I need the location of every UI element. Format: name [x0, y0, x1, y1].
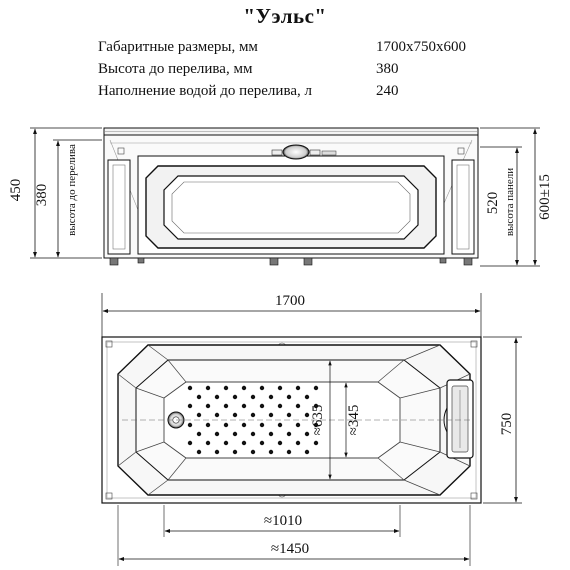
jet-dot: [205, 403, 211, 409]
jet-dot: [187, 422, 193, 428]
adjustable-feet: [109, 257, 473, 266]
jet-dot: [286, 449, 292, 455]
jet-dot: [241, 440, 247, 446]
spec-label: Габаритные размеры, мм: [98, 39, 258, 55]
overflow-fitting: [282, 144, 310, 160]
spec-value: 380: [376, 61, 399, 77]
top-view: 1700: [101, 293, 522, 566]
dim-bottom-length: ≈1010: [264, 513, 302, 529]
jet-dot: [304, 431, 310, 437]
jet-dot: [241, 403, 247, 409]
jet-dot: [196, 431, 202, 437]
jet-dot: [187, 385, 193, 391]
jet-dot: [187, 440, 193, 446]
spec-row-overflow-height: Высота до перелива, мм 380: [98, 61, 538, 83]
jet-dot: [286, 412, 292, 418]
jet-dot: [214, 431, 220, 437]
jet-dot: [277, 385, 283, 391]
jet-dot: [232, 394, 238, 400]
dim-length: 1700: [275, 293, 305, 309]
drawing-title: "Уэльс": [243, 4, 327, 28]
jet-dot: [313, 440, 319, 446]
jet-dot: [259, 385, 265, 391]
jet-dot: [250, 394, 256, 400]
jet-dot: [214, 449, 220, 455]
jet-dot: [277, 440, 283, 446]
label-overflow-height: высота до перелива: [66, 144, 78, 236]
spec-value: 240: [376, 83, 399, 99]
jet-dot: [232, 431, 238, 437]
spec-label: Наполнение водой до перелива, л: [98, 83, 312, 99]
jet-dot: [295, 422, 301, 428]
dim-inner-length: ≈1450: [271, 541, 309, 557]
dim-inner-width: ≈635: [310, 405, 326, 436]
jet-dot: [223, 385, 229, 391]
jet-dot: [223, 440, 229, 446]
air-jets: [187, 385, 319, 455]
jet-dot: [268, 431, 274, 437]
jet-dot: [250, 449, 256, 455]
spec-row-dimensions: Габаритные размеры, мм 1700x750x600: [98, 39, 538, 61]
jet-dot: [295, 403, 301, 409]
jet-dot: [196, 412, 202, 418]
spec-value: 1700x750x600: [376, 39, 466, 55]
jet-dot: [232, 449, 238, 455]
jet-dot: [304, 412, 310, 418]
dim-width: 750: [499, 413, 515, 436]
jet-dot: [241, 385, 247, 391]
jet-dot: [214, 412, 220, 418]
jet-dot: [313, 422, 319, 428]
jet-dot: [205, 440, 211, 446]
jet-dot: [223, 403, 229, 409]
jet-dot: [286, 394, 292, 400]
jet-dot: [295, 440, 301, 446]
jet-dot: [268, 394, 274, 400]
dim-bottom-width: ≈345: [346, 405, 362, 436]
jet-dot: [313, 403, 319, 409]
jet-dot: [313, 385, 319, 391]
jet-dot: [259, 403, 265, 409]
dim-total-with-panel: 600±15: [537, 174, 553, 220]
jet-dot: [304, 394, 310, 400]
jet-dot: [304, 449, 310, 455]
dim-overflow-height: 380: [34, 184, 50, 207]
jet-dot: [250, 412, 256, 418]
jet-dot: [250, 431, 256, 437]
jet-dot: [205, 422, 211, 428]
jet-dot: [259, 440, 265, 446]
jet-dot: [268, 412, 274, 418]
jet-dot: [295, 385, 301, 391]
jet-dot: [286, 431, 292, 437]
jet-dot: [223, 422, 229, 428]
label-panel-height: высота панели: [504, 168, 516, 236]
spec-row-water-volume: Наполнение водой до перелива, л 240: [98, 83, 538, 105]
jet-dot: [241, 422, 247, 428]
spec-label: Высота до перелива, мм: [98, 61, 253, 77]
jet-dot: [259, 422, 265, 428]
jet-dot: [187, 403, 193, 409]
jet-dot: [268, 449, 274, 455]
jet-dot: [196, 394, 202, 400]
jet-dot: [232, 412, 238, 418]
dim-total-height: 450: [8, 179, 24, 202]
jet-dot: [277, 403, 283, 409]
jet-dot: [196, 449, 202, 455]
front-view: 450 380 высота до перелива 520 высота па…: [8, 127, 553, 267]
jet-dot: [205, 385, 211, 391]
dim-panel-height: 520: [485, 192, 501, 215]
jet-dot: [277, 422, 283, 428]
jet-dot: [214, 394, 220, 400]
